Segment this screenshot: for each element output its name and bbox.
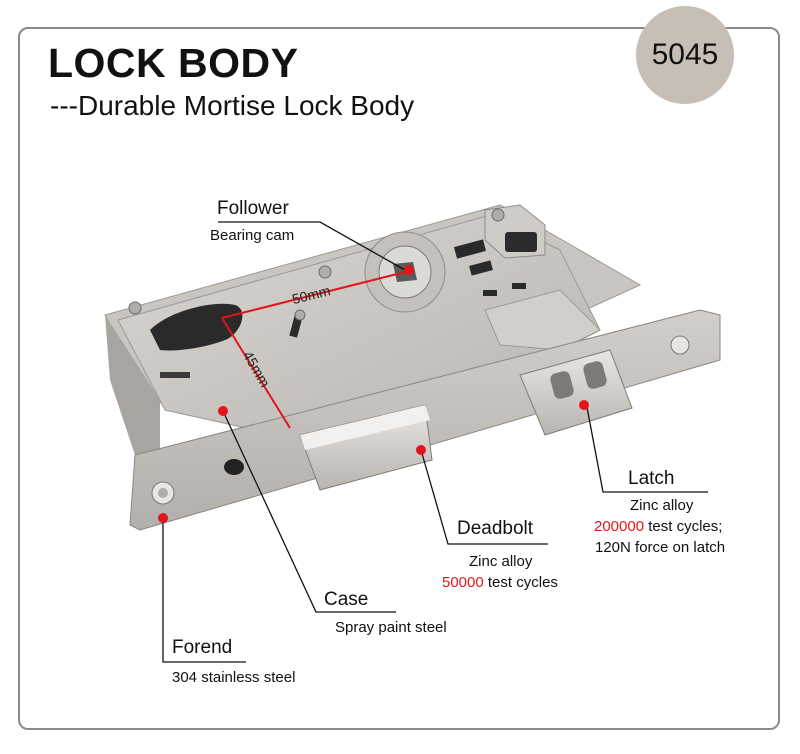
- case-desc: Spray paint steel: [335, 619, 447, 636]
- latch-housing: [484, 289, 601, 351]
- deadbolt-marker: [416, 445, 426, 455]
- backset-dimension-line: [221, 271, 406, 319]
- deadbolt-leader: [420, 449, 548, 545]
- deadbolt-cycles-value: 50000: [442, 574, 484, 591]
- forend-desc: 304 stainless steel: [172, 669, 296, 686]
- follower-desc: Bearing cam: [210, 227, 295, 244]
- follower-marker: [404, 265, 414, 275]
- latch-cycles-text: test cycles;: [644, 518, 723, 535]
- latch-cycles-value: 200000: [594, 518, 645, 535]
- deadbolt-desc: Zinc alloy: [469, 553, 533, 570]
- case-marker: [218, 406, 228, 416]
- bracket-slot: [505, 232, 537, 252]
- page-subtitle: ---Durable Mortise Lock Body: [50, 90, 415, 121]
- latch-marker: [579, 400, 589, 410]
- deadbolt-cycles: 50000 test cycles: [442, 574, 558, 591]
- page-title: LOCK BODY: [48, 40, 299, 86]
- follower-leader: [218, 221, 406, 271]
- follower-label: Follower: [217, 198, 289, 219]
- model-number: 5045: [651, 38, 719, 71]
- case-leader: [222, 410, 396, 613]
- case-label: Case: [324, 589, 369, 610]
- forend-marker: [158, 513, 168, 523]
- model-badge: 5045: [636, 6, 734, 104]
- deadbolt-label: Deadbolt: [457, 518, 534, 539]
- deadbolt-cycles-text: test cycles: [483, 574, 558, 591]
- latch-label: Latch: [628, 468, 675, 489]
- latch-force: 120N force on latch: [595, 539, 726, 556]
- latch-desc: Zinc alloy: [630, 497, 694, 514]
- height-dimension-line: [221, 317, 291, 429]
- latch-cycles: 200000 test cycles;: [594, 518, 722, 535]
- forend-leader: [162, 518, 246, 663]
- latch-leader: [585, 401, 708, 493]
- forend-label: Forend: [172, 637, 233, 658]
- case-front-face: [105, 315, 160, 455]
